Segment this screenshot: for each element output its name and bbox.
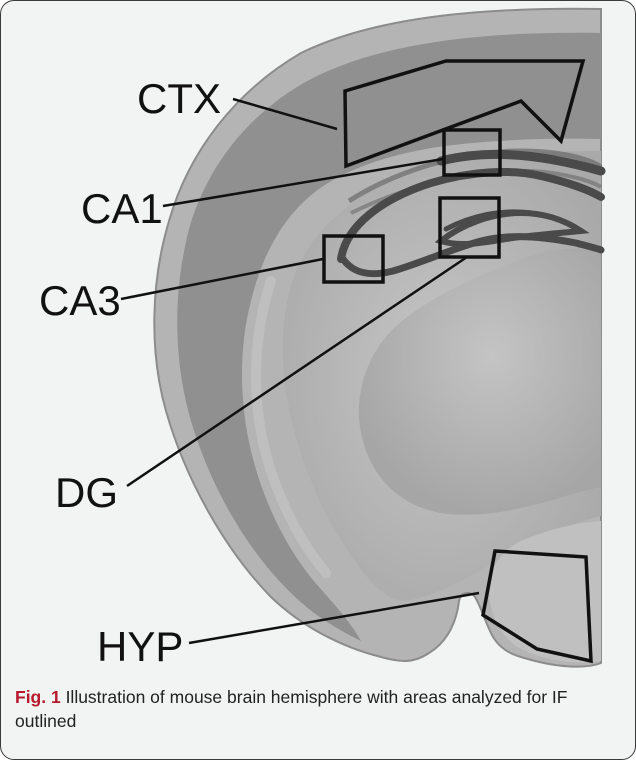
- caption-text: Illustration of mouse brain hemisphere w…: [15, 687, 567, 731]
- brain-hemisphere-diagram: CTX CA1 CA3 DG HYP: [1, 1, 635, 681]
- dg-label: DG: [55, 469, 118, 516]
- ca3-label: CA3: [39, 277, 121, 324]
- figure-caption: Fig. 1 Illustration of mouse brain hemis…: [15, 685, 615, 733]
- figure-number: Fig. 1: [15, 687, 61, 707]
- ctx-label: CTX: [137, 75, 221, 122]
- hyp-label: HYP: [97, 623, 183, 670]
- ca1-label: CA1: [81, 185, 163, 232]
